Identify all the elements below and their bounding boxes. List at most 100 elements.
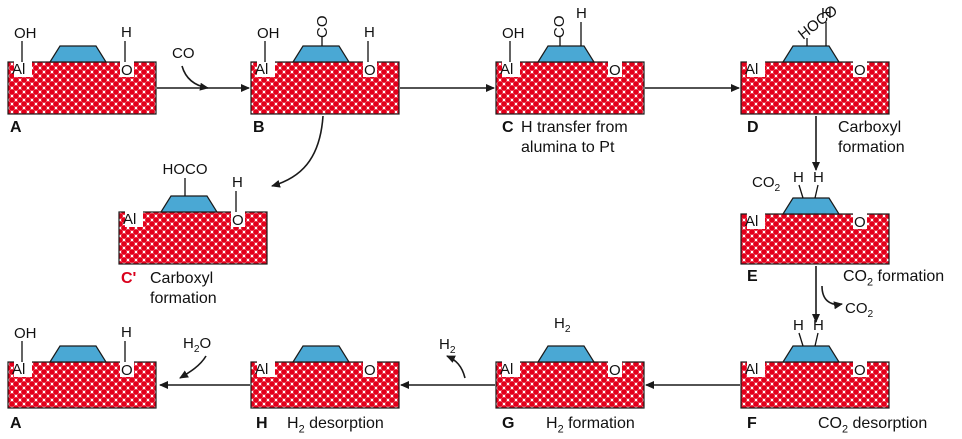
bond	[814, 184, 819, 199]
co-gas-label: CO	[172, 45, 195, 62]
panel-letter: D	[747, 119, 759, 136]
o-site	[363, 61, 377, 77]
al-atom-label: Al	[745, 213, 758, 230]
arrow-co2-release	[821, 285, 843, 310]
oh-label: OH	[257, 25, 280, 42]
o-site	[363, 361, 377, 377]
h-label: H	[793, 169, 804, 186]
hoco-label: HOCO	[163, 161, 208, 178]
o-site	[608, 361, 622, 377]
h2-gas-label: H2	[439, 336, 456, 356]
panel-cp: Al O HOCO H	[118, 161, 268, 265]
h-label: H	[793, 317, 804, 334]
o-atom-label: O	[232, 212, 244, 229]
h-label: H	[813, 169, 824, 186]
h-label: H	[121, 24, 132, 41]
step-label-co2-desorption: CO2 desorption	[818, 415, 927, 435]
h-label: H	[821, 5, 832, 22]
o-atom-label: O	[854, 362, 866, 379]
panel-letter: A	[10, 119, 22, 136]
co2-label: CO2	[752, 174, 781, 194]
oh-label: OH	[14, 325, 37, 342]
arrow-b-to-cprime	[271, 115, 324, 188]
oh-label: OH	[14, 25, 37, 42]
o-atom-label: O	[854, 214, 866, 231]
al-atom-label: Al	[255, 361, 268, 378]
panel-caption: H transfer from	[521, 119, 628, 136]
pt-cluster	[781, 345, 841, 363]
al-site	[14, 61, 32, 77]
h-label: H	[232, 174, 243, 191]
pt-cluster	[48, 45, 108, 63]
h-label: H	[576, 5, 587, 22]
o-site	[120, 61, 134, 77]
panel-caption: formation	[838, 139, 905, 156]
bond	[798, 332, 804, 347]
o-atom-label: O	[121, 62, 133, 79]
al-atom-label: Al	[12, 361, 25, 378]
panel-caption: Carboxyl	[838, 119, 901, 136]
panel-letter: A	[10, 415, 22, 432]
o-site	[120, 361, 134, 377]
panel-letter: E	[747, 268, 758, 285]
o-atom-label: O	[854, 62, 866, 79]
pt-cluster	[159, 195, 219, 213]
oh-label: OH	[502, 25, 525, 42]
pt-cluster	[291, 345, 351, 363]
panel-c: Al O OH CO H	[495, 5, 645, 115]
al-atom-label: Al	[745, 361, 758, 378]
arrow-h2-release	[446, 355, 466, 379]
al-site	[747, 361, 765, 377]
o-site	[853, 61, 867, 77]
co2-release-label: CO2	[845, 300, 874, 320]
al-atom-label: Al	[123, 211, 136, 228]
panel-h: Al O	[250, 345, 400, 409]
al-site	[14, 361, 32, 377]
pt-cluster	[48, 345, 108, 363]
panel-letter: G	[502, 415, 514, 432]
al-site	[502, 61, 520, 77]
pt-cluster	[536, 345, 596, 363]
panel-letter: B	[253, 119, 265, 136]
pt-cluster	[781, 197, 841, 215]
panel-caption: formation	[150, 290, 217, 307]
o-site	[853, 361, 867, 377]
al-site	[257, 61, 275, 77]
h2o-gas-label: H2O	[183, 335, 211, 355]
al-atom-label: Al	[745, 61, 758, 78]
o-atom-label: O	[609, 62, 621, 79]
al-atom-label: Al	[500, 61, 513, 78]
o-site	[231, 211, 245, 227]
panel-caption: Carboxyl	[150, 270, 213, 287]
panel-letter: C'	[121, 270, 136, 287]
al-site	[257, 361, 275, 377]
arrow-co-adsorption	[181, 65, 209, 91]
o-atom-label: O	[121, 362, 133, 379]
o-atom-label: O	[364, 362, 376, 379]
panel-letter: H	[256, 415, 268, 432]
panel-letter: C	[502, 119, 514, 136]
h2-label: H2	[554, 315, 571, 335]
h-label: H	[364, 24, 375, 41]
h-label: H	[813, 317, 824, 334]
bond	[814, 332, 819, 347]
co-adsorbed-label: CO	[314, 16, 331, 39]
al-site	[125, 211, 143, 227]
hoco-label: HOCO	[795, 2, 841, 43]
o-site	[853, 213, 867, 229]
step-label-h2-formation: H2 formation	[546, 415, 635, 435]
pt-cluster	[536, 45, 596, 63]
panel-a2: Al O OH H	[7, 324, 157, 409]
al-atom-label: Al	[255, 61, 268, 78]
al-atom-label: Al	[500, 361, 513, 378]
pt-cluster	[291, 45, 351, 63]
arrow-h2o-release	[179, 355, 207, 379]
panel-caption: alumina to Pt	[521, 139, 615, 156]
h-label: H	[121, 324, 132, 341]
co-adsorbed-label: CO	[551, 16, 568, 39]
